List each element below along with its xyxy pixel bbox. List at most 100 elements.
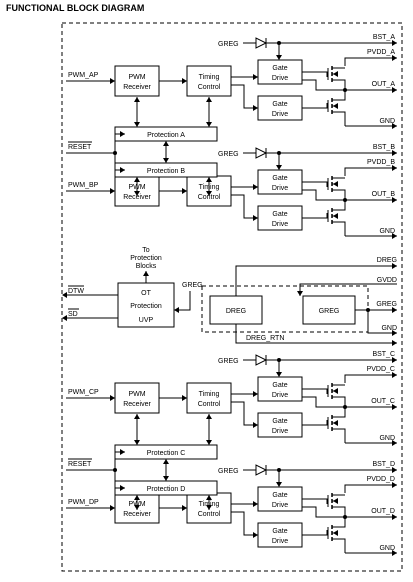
dreg-arrow: [392, 263, 397, 269]
channel-a-bst-label: BST_A: [373, 34, 396, 41]
ot-label: OT: [141, 290, 151, 297]
channel-a-out-fb: [302, 79, 345, 91]
channel-b-out-label: OUT_B: [372, 191, 396, 198]
protection-d-block-label: Protection D: [147, 486, 186, 493]
pa-pb-link-dn: [163, 158, 169, 163]
channel-c-diode: [255, 354, 268, 366]
channel-d-bst-drop-arrow: [276, 482, 282, 487]
channel-a-pwm-l2: Receiver: [123, 84, 151, 91]
reset-ab-top-arrow: [120, 131, 125, 137]
channel-b-gd-high-l1: Gate: [272, 175, 287, 182]
center-greg-label: GREG: [182, 282, 203, 289]
channel-b-gnd-label: GND: [379, 228, 395, 235]
reg-gnd-node: [366, 308, 370, 312]
channel-d-diode: [255, 464, 268, 476]
channel-c-hs-fet-body-arrow: [333, 388, 338, 394]
channel-d-gnd-label: GND: [379, 545, 395, 552]
channel-b-input-arrow: [110, 188, 115, 194]
pa-pb-link-up: [163, 141, 169, 146]
channel-a-gd-low-l1: Gate: [272, 101, 287, 108]
pb-pwm-link-dn: [134, 191, 140, 196]
to-protection-arrow: [143, 271, 149, 276]
channel-b-pvdd-arrow: [392, 165, 397, 171]
channel-a-hs-gate-wire: [302, 71, 328, 77]
channel-d-gd-low-l2: Drive: [272, 538, 288, 545]
channel-c-pwm-receiver: [114, 382, 160, 414]
channel-c-gnd-label: GND: [379, 435, 395, 442]
pb-tc-link-dn: [206, 191, 212, 196]
diagram-title: FUNCTIONAL BLOCK DIAGRAM: [6, 3, 144, 13]
sd-label: SD: [68, 311, 78, 318]
reset-ab-label: RESET: [68, 144, 92, 151]
reg-gnd-wire: [367, 310, 397, 334]
pb-pwm-link-up: [134, 177, 140, 182]
protection-b-block-label: Protection B: [147, 168, 185, 175]
pc-tc-link-dn: [206, 440, 212, 445]
pd-pwm-link-up: [134, 495, 140, 500]
channel-c-gd-low-l2: Drive: [272, 428, 288, 435]
greg-out-arrow: [392, 307, 397, 313]
channel-a-gd-high-l1: Gate: [272, 65, 287, 72]
pb-tc-link-up: [206, 177, 212, 182]
channel-c-tc-gd-low-arrow: [253, 422, 258, 428]
channel-b-pvdd-wire: [344, 167, 397, 176]
channel-c-gate-drive-low: [257, 412, 303, 438]
gvdd-label: GVDD: [377, 277, 397, 284]
channel-c-ls-fet-body-arrow: [333, 420, 338, 426]
channel-b-tc-gd-low: [231, 194, 258, 219]
channel-a-ls-gate-wire: [302, 103, 328, 109]
dreg-wire: [235, 265, 397, 296]
channel-d-out-fb: [302, 506, 345, 518]
channel-d-ls-fet-body-arrow: [333, 530, 338, 536]
pd-pwm-link-dn: [134, 505, 140, 510]
channel-a-ls-fet-body-arrow: [333, 103, 338, 109]
pc-pwm-link-up: [134, 414, 140, 419]
channel-a-timing-control: [186, 65, 232, 97]
channel-b-bst-drop-arrow: [276, 165, 282, 170]
channel-d-hs-fet-body-arrow: [333, 498, 338, 504]
greg-block: [302, 295, 356, 325]
channel-c-hs-gate-wire: [302, 388, 328, 394]
to-protection-l2: Protection: [130, 255, 162, 262]
uvp-label: UVP: [139, 317, 154, 324]
channel-c-out-arrow: [392, 404, 397, 410]
greg-block-label: GREG: [319, 308, 340, 315]
channel-d-pwm-l2: Receiver: [123, 511, 151, 518]
channel-c-gate-drive-high: [257, 376, 303, 402]
channel-d-pvdd-wire: [344, 484, 397, 493]
channel-d-tc-gd-low-arrow: [253, 532, 258, 538]
channel-c-out-fb: [302, 396, 345, 408]
channel-c-pwm-l1: PWM: [128, 391, 145, 398]
reg-gnd-label: GND: [381, 325, 397, 332]
channel-a-hs-fet-body-arrow: [333, 71, 338, 77]
greg-out-label: GREG: [376, 301, 397, 308]
channel-b-gnd-arrow: [392, 233, 397, 239]
channel-a-tc-gd-low: [231, 84, 258, 109]
channel-b-pwm-l2: Receiver: [123, 194, 151, 201]
to-protection-l3: Blocks: [136, 263, 157, 270]
pd-tc-link-dn: [206, 505, 212, 510]
reset-cd-bot-arrow: [120, 485, 125, 491]
reset-cd-top-arrow: [120, 449, 125, 455]
channel-c-input-label: PWM_CP: [68, 389, 99, 396]
channel-b-tc-gd-high-arrow: [253, 184, 258, 190]
channel-a-gd-low-l2: Drive: [272, 111, 288, 118]
channel-c-gd-high-l2: Drive: [272, 392, 288, 399]
channel-a-gnd-label: GND: [379, 118, 395, 125]
gvdd-arrow: [297, 291, 303, 296]
channel-d-pvdd-label: PVDD_D: [367, 476, 395, 483]
dreg-rtn-arrow: [392, 340, 397, 346]
channel-c-bst-drop-arrow: [276, 372, 282, 377]
dreg-label: DREG: [377, 257, 397, 264]
channel-a-gd-high-l2: Drive: [272, 75, 288, 82]
channel-a-tc-l2: Control: [198, 84, 221, 91]
dreg-rtn-label: DREG_RTN: [246, 335, 284, 342]
channel-d-gd-high-l1: Gate: [272, 492, 287, 499]
pc-pd-link-dn: [163, 476, 169, 481]
channel-b-pwm-tc-arrow: [182, 188, 187, 194]
channel-c-pvdd-wire: [344, 374, 397, 383]
protection-c-block-label: Protection C: [147, 450, 186, 457]
channel-c-gd-high-l1: Gate: [272, 382, 287, 389]
channel-c-gd-low-l1: Gate: [272, 418, 287, 425]
channel-d-out-label: OUT_D: [371, 508, 395, 515]
